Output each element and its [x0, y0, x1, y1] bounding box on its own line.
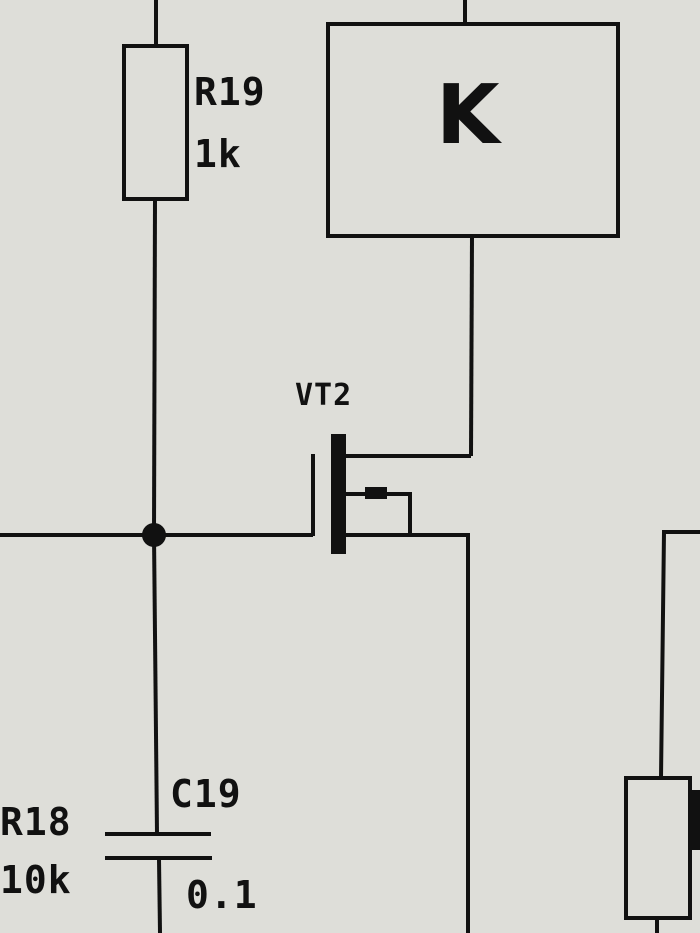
resistor-r19-body[interactable]: [122, 44, 189, 201]
wire-c19-bottom: [157, 858, 162, 933]
c19-ref-label: C19: [170, 772, 242, 816]
wire-r19-to-node: [152, 198, 157, 536]
junction-dot: [142, 523, 166, 547]
vt2-label: VT2: [295, 378, 353, 413]
wire-source: [346, 533, 470, 933]
mosfet-arrow-icon: [365, 487, 387, 499]
r18-ref-label: R18: [0, 800, 72, 844]
resistor-right-body[interactable]: [624, 776, 692, 920]
r18-value-label: 10k: [0, 858, 72, 902]
wire-node-to-c19: [152, 534, 159, 835]
mosfet-channel: [331, 434, 346, 554]
partial-label-right: [692, 790, 700, 850]
c19-value-label: 0.1: [186, 873, 258, 917]
wire-k-to-drain: [469, 235, 474, 457]
wire-right-branch: [659, 530, 700, 779]
relay-k-body[interactable]: [326, 22, 620, 238]
r19-value-label: 1k: [194, 132, 242, 176]
r19-ref-label: R19: [194, 70, 266, 114]
wire-body-connection: [346, 492, 412, 535]
relay-k-label: K: [436, 68, 500, 163]
